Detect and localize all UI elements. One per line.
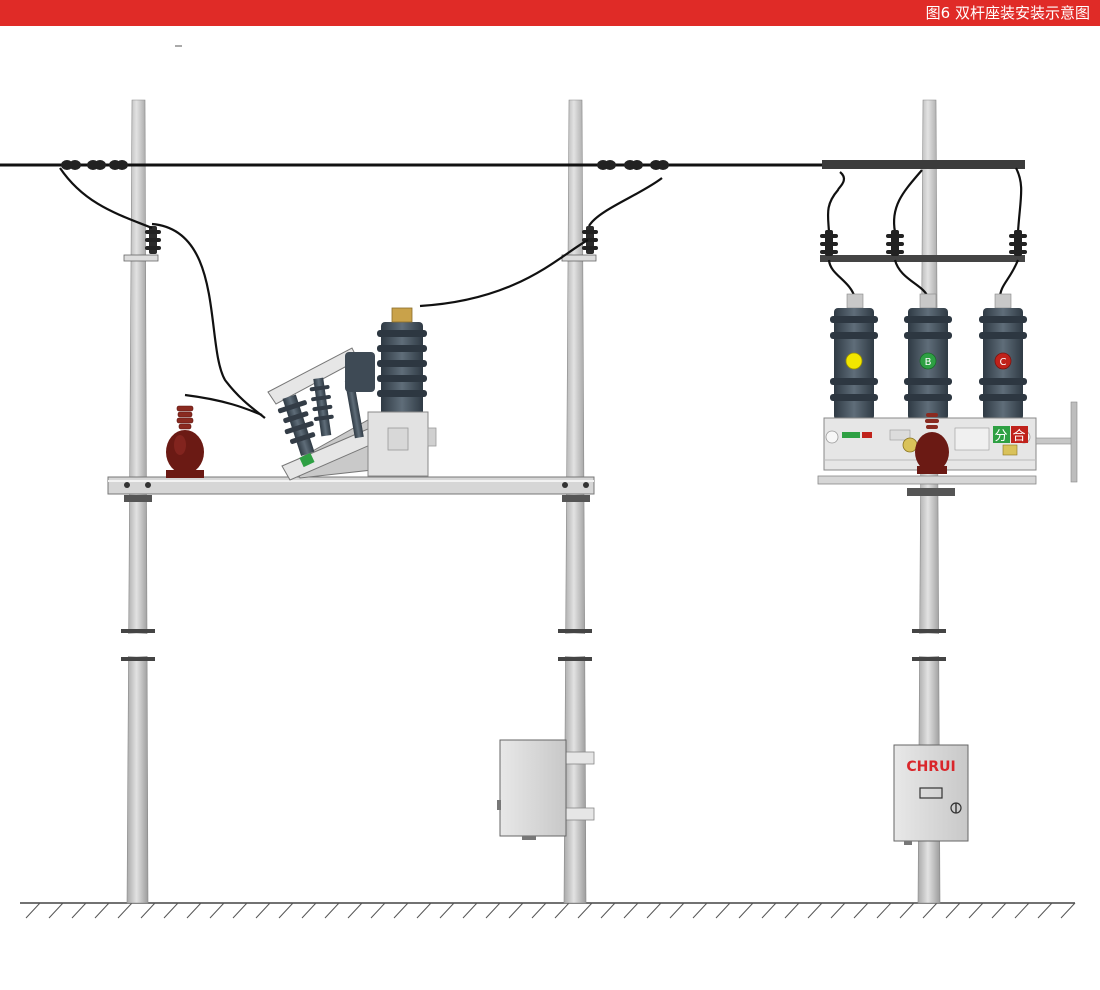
phase-label-c: C bbox=[1000, 357, 1007, 368]
insulators-upper-right bbox=[820, 230, 1027, 256]
ground-hatch bbox=[669, 902, 685, 919]
ground-hatch bbox=[25, 902, 41, 919]
arrester-left bbox=[123, 226, 161, 262]
voltage-transformer-left bbox=[166, 405, 204, 478]
ground-hatch bbox=[531, 902, 547, 919]
ground-hatch bbox=[554, 902, 570, 919]
ground-hatch bbox=[301, 902, 317, 919]
ground-hatch bbox=[393, 902, 409, 919]
ground-hatch bbox=[232, 902, 248, 919]
ground-hatch bbox=[462, 902, 478, 919]
ground-hatch bbox=[485, 902, 501, 919]
control-box-right: CHRUI bbox=[893, 744, 969, 845]
ground-hatch bbox=[370, 902, 386, 919]
ground-hatch bbox=[830, 902, 846, 919]
ground-hatch bbox=[968, 902, 984, 919]
phase-marker-b: B bbox=[919, 352, 937, 370]
ground-line bbox=[20, 902, 1076, 919]
ground-hatch bbox=[600, 902, 616, 919]
control-box-middle bbox=[497, 739, 595, 840]
ground-hatch bbox=[94, 902, 110, 919]
phase-marker-a bbox=[845, 352, 863, 370]
phase-marker-c: C bbox=[994, 352, 1012, 370]
ground-hatch bbox=[646, 902, 662, 919]
ground-hatch bbox=[761, 902, 777, 919]
right-crossarms bbox=[820, 160, 1025, 262]
ground-hatch bbox=[715, 902, 731, 919]
mounting-crossbeam bbox=[107, 476, 595, 502]
ground-hatch bbox=[876, 902, 892, 919]
ground-hatch bbox=[807, 902, 823, 919]
voltage-transformer-right bbox=[915, 413, 949, 474]
overhead-line bbox=[0, 160, 825, 170]
arrester-middle bbox=[561, 226, 598, 262]
ground-hatch bbox=[209, 902, 225, 919]
phase-label-b: B bbox=[925, 357, 932, 368]
brand-logo: CHRUI bbox=[906, 759, 955, 775]
ground-hatch bbox=[991, 902, 1007, 919]
open-indicator: 分 bbox=[994, 429, 1007, 444]
ground-hatch bbox=[623, 902, 639, 919]
ground-hatch bbox=[416, 902, 432, 919]
header-bar: 图6 双杆座装安装示意图 bbox=[0, 0, 1100, 26]
diagram-title: 图6 双杆座装安装示意图 bbox=[925, 4, 1090, 22]
ground-hatch bbox=[945, 902, 961, 919]
ground-hatch bbox=[508, 902, 524, 919]
ground-hatch bbox=[48, 902, 64, 919]
ground-hatch bbox=[1014, 902, 1030, 919]
ground-hatch bbox=[439, 902, 455, 919]
ground-hatch bbox=[324, 902, 340, 919]
ground-hatch bbox=[1037, 902, 1053, 919]
ground-hatch bbox=[186, 902, 202, 919]
vacuum-breaker-left bbox=[267, 307, 437, 481]
ground-hatch bbox=[255, 902, 271, 919]
ground-hatch bbox=[347, 902, 363, 919]
ground-hatch bbox=[853, 902, 869, 919]
ground-hatch bbox=[738, 902, 754, 919]
ground-hatch bbox=[784, 902, 800, 919]
ground-hatch bbox=[278, 902, 294, 919]
close-indicator: 合 bbox=[1012, 429, 1025, 444]
ground-hatch bbox=[577, 902, 593, 919]
ground-hatch bbox=[899, 902, 915, 919]
ground-hatch bbox=[692, 902, 708, 919]
lead-wires-left bbox=[59, 167, 663, 419]
ground-hatch bbox=[163, 902, 179, 919]
ground-hatch bbox=[1060, 902, 1076, 919]
ground-hatch bbox=[71, 902, 87, 919]
ground-hatch bbox=[922, 902, 938, 919]
ground-hatch bbox=[117, 902, 133, 919]
installation-diagram: B C 分 合 C bbox=[0, 45, 1078, 919]
ground-hatch bbox=[140, 902, 156, 919]
